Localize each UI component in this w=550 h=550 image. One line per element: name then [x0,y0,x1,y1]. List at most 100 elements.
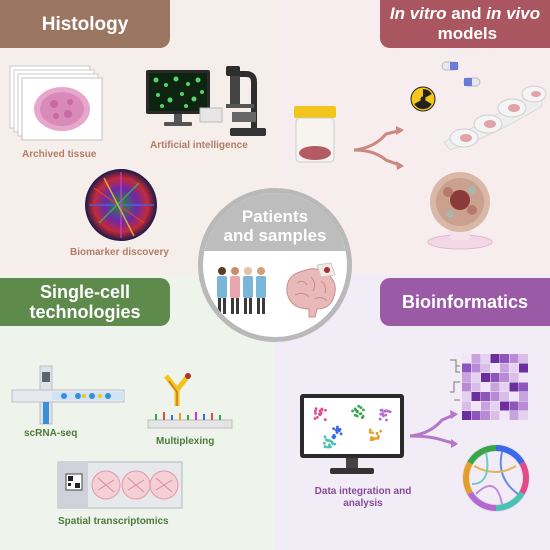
umap-dot [324,445,327,449]
arrow-split-icon-bio [409,410,458,448]
umap-dot [362,408,365,412]
heatmap-cell [519,373,528,382]
multiplexing-label: Multiplexing [156,436,215,447]
heatmap-cell [519,392,528,401]
heatmap-cell [481,392,490,401]
umap-dot [316,415,319,419]
models-title-part1: In vitro [389,4,447,23]
umap-dot [368,428,372,432]
umap-dot [324,438,328,442]
heatmap-cell [471,363,481,373]
umap-dot [359,412,363,416]
umap-dot [323,435,327,439]
heatmap-cell [509,373,519,382]
umap-dot [336,425,339,429]
umap-dot [351,409,354,413]
umap-dot [313,409,317,413]
umap-dot [314,407,318,411]
heatmap-cell [481,382,490,392]
heatmap-cell [462,401,471,411]
histology-title: Histology [0,0,170,48]
heatmap-cell [490,411,500,420]
models-title-part2: and [446,4,487,23]
heatmap-cell [462,411,471,420]
single-cell-title: Single-cell technologies [0,278,170,326]
scrna-seq-label: scRNA-seq [24,428,78,439]
data-integration-line2: analysis [343,498,383,509]
umap-dot [333,442,337,446]
ai-label: Artificial intelligence [150,140,248,151]
umap-dot [368,430,372,434]
center-title-line1: Patients [241,207,309,226]
heatmap-cell [490,382,500,392]
umap-monitor-icon [300,394,404,474]
heatmap-cell [509,392,519,401]
heatmap-cell [481,401,490,411]
heatmap-cell [471,401,481,411]
sample-jar-icon [294,106,336,163]
models-title: In vitro and in vivo models [380,0,550,48]
umap-dot [323,418,327,422]
heatmap-cell [471,411,481,420]
umap-dot [330,440,334,444]
center-title-line2: and samples [223,226,327,245]
chord-diagram-icon [462,444,530,512]
heatmap-cell [481,363,490,373]
heatmap-cell [462,373,471,382]
heatmap-cell [490,401,500,411]
heatmap-cell [519,354,528,363]
umap-dot [335,431,339,435]
heatmap-cell [481,373,490,382]
biomarker-label: Biomarker discovery [70,247,169,258]
umap-dot [313,417,317,420]
heatmap-cell [462,382,471,392]
heatmap-cell [462,354,471,363]
brain-icon [286,262,336,318]
archived-tissue-label: Archived tissue [22,149,97,160]
models-title-part4: models [432,24,498,43]
multiplex-image-icon [85,169,157,241]
umap-dot [333,435,337,439]
data-integration-line1: Data integration and [314,486,412,497]
microscope-icon [199,66,266,136]
heatmap-cell [500,373,509,382]
heatmap-cell [509,401,519,411]
arrow-split-icon [353,126,404,170]
heatmap-cell [471,373,481,382]
heatmap-cell [500,354,509,363]
spatial-transcriptomics-label: Spatial transcriptomics [58,516,169,527]
computer-monitor-icon [146,70,210,126]
heatmap-cell [509,363,519,373]
umap-dot [319,412,323,416]
heatmap-cell [500,392,509,401]
umap-dot [320,408,324,412]
umap-dot [326,445,330,449]
umap-dot [361,414,365,418]
umap-dot [329,445,332,449]
heatmap-cell [500,382,509,392]
umap-dot [332,427,336,431]
heatmap-cell [500,363,509,373]
patients-icon [217,267,266,314]
spatial-slide-icon [57,461,183,509]
umap-dot [369,438,373,442]
umap-dot [384,413,388,417]
heatmap-cell [481,411,490,420]
patients-and-samples-circle: Patients and samples [198,188,352,342]
umap-dot [383,409,387,413]
heatmap-cell [471,392,481,401]
pill-icon [441,61,481,87]
umap-dot [353,413,357,417]
heatmap-cell [500,411,509,420]
umap-dot [322,441,326,445]
patients-and-samples-title: Patients and samples [203,193,347,251]
heatmap-cell [509,411,519,420]
heatmap-cell [490,354,500,363]
heatmap-cell [462,392,471,401]
heatmap-cell [471,354,481,363]
heatmap-cell [519,382,528,392]
umap-dot [381,412,385,415]
tissue-slides-icon [9,65,103,141]
umap-dot [386,409,389,413]
heatmap-cell [519,363,528,373]
